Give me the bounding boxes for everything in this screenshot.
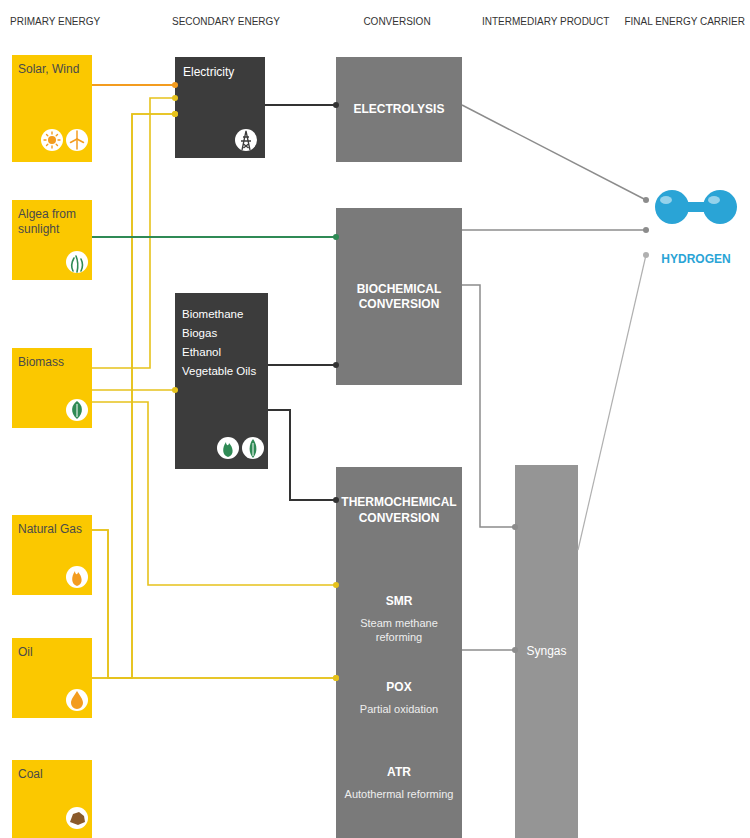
column-heading: SECONDARY ENERGY xyxy=(172,16,280,27)
flow-connector xyxy=(92,236,336,238)
method-code: POX xyxy=(340,680,458,695)
method-code: ATR xyxy=(340,765,458,780)
flow-connector xyxy=(462,105,646,200)
connector-end-dot xyxy=(333,675,339,681)
wind-turbine-icon xyxy=(66,129,88,151)
flow-connector xyxy=(462,649,515,651)
flow-connector xyxy=(92,389,175,391)
method-name: Partial oxidation xyxy=(340,703,458,717)
method-name: Autothermal reforming xyxy=(340,788,458,802)
column-heading: INTERMEDIARY PRODUCT xyxy=(482,16,609,27)
connector-end-dot xyxy=(333,582,339,588)
flow-connector xyxy=(92,114,175,678)
flow-connector xyxy=(92,530,336,678)
biofuel-plant-icon xyxy=(242,437,264,459)
source-box: Natural Gas xyxy=(12,515,92,595)
leaf-icon xyxy=(66,399,88,421)
flow-connector xyxy=(92,84,175,86)
flow-connector xyxy=(92,402,336,585)
column-heading: CONVERSION xyxy=(363,16,430,27)
flow-connector xyxy=(265,104,336,106)
method-code: SMR xyxy=(340,594,458,609)
product-box: Syngas xyxy=(515,465,578,838)
process-box: THERMOCHEMICAL CONVERSION SMR Steam methan… xyxy=(336,467,462,838)
final-carrier: HYDROGEN xyxy=(646,180,746,285)
process-title: BIOCHEMICAL CONVERSION xyxy=(340,282,458,312)
source-name: Natural Gas xyxy=(18,522,86,537)
carrier-box: Electricity xyxy=(175,57,265,158)
process-title: ELECTROLYSIS xyxy=(340,102,458,117)
fuel-name: Ethanol xyxy=(182,343,261,362)
source-box: Solar, Wind xyxy=(12,55,92,162)
oil-drop-icon xyxy=(66,689,88,711)
source-box: Biomass xyxy=(12,348,92,428)
connector-end-dot xyxy=(333,497,339,503)
process-box: BIOCHEMICAL CONVERSION xyxy=(336,208,462,385)
connector-end-dot xyxy=(172,95,178,101)
source-name: Coal xyxy=(18,767,86,782)
fuel-name: Biomethane xyxy=(182,305,261,324)
source-box: Oil xyxy=(12,638,92,718)
flow-connector xyxy=(462,285,515,527)
coal-icon xyxy=(66,807,88,829)
column-heading: FINAL ENERGY CARRIER xyxy=(624,16,745,27)
source-name: Algea from sunlight xyxy=(18,207,86,237)
carrier-name: Electricity xyxy=(183,65,257,80)
connector-end-dot xyxy=(643,227,649,233)
source-box: Algea from sunlight xyxy=(12,200,92,280)
final-carrier-name: HYDROGEN xyxy=(646,252,746,267)
product-name: Syngas xyxy=(519,644,574,659)
source-box: Coal xyxy=(12,760,92,838)
connector-end-dot xyxy=(333,102,339,108)
biofuel-flame-icon xyxy=(217,437,239,459)
method-name: Steam methane reforming xyxy=(340,617,458,645)
connector-end-dot xyxy=(333,362,339,368)
connector-end-dot xyxy=(643,197,649,203)
source-name: Solar, Wind xyxy=(18,62,86,77)
column-heading: PRIMARY ENERGY xyxy=(10,16,100,27)
flow-connector xyxy=(92,677,336,679)
fuel-box: BiomethaneBiogasEthanolVegetable Oils xyxy=(175,293,268,469)
flow-connector xyxy=(578,255,646,550)
hydrogen-molecule-icon xyxy=(655,190,737,224)
fuel-name: Biogas xyxy=(182,324,261,343)
connector-end-dot xyxy=(172,111,178,117)
solar-icon xyxy=(41,129,63,151)
connector-end-dot xyxy=(172,111,178,117)
process-box: ELECTROLYSIS xyxy=(336,57,462,162)
connector-end-dot xyxy=(512,647,518,653)
fuel-name: Vegetable Oils xyxy=(182,362,261,381)
source-name: Oil xyxy=(18,645,86,660)
process-title: THERMOCHEMICAL CONVERSION xyxy=(340,495,458,526)
connector-end-dot xyxy=(643,252,649,258)
flow-connector xyxy=(462,229,646,231)
connector-end-dot xyxy=(172,82,178,88)
algae-icon xyxy=(66,251,88,273)
electricity-pylon-icon xyxy=(235,129,257,151)
flow-connector xyxy=(92,114,175,678)
source-name: Biomass xyxy=(18,355,86,370)
connector-end-dot xyxy=(512,524,518,530)
connector-end-dot xyxy=(333,675,339,681)
connector-end-dot xyxy=(333,234,339,240)
flow-connector xyxy=(92,98,175,368)
connector-end-dot xyxy=(172,387,178,393)
flow-connector xyxy=(268,364,336,366)
flow-connector xyxy=(268,410,336,500)
flame-icon xyxy=(66,566,88,588)
